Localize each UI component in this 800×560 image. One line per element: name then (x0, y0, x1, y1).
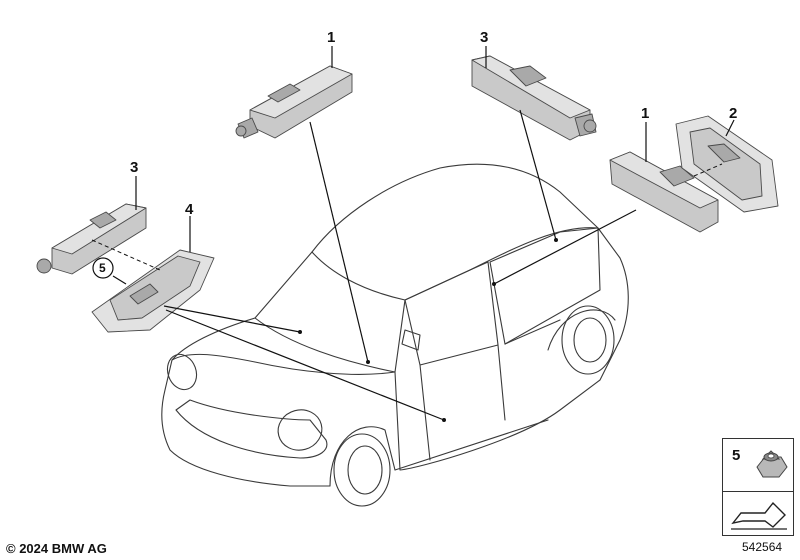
callout-circle (92, 257, 114, 279)
leader-lines (91, 46, 735, 422)
leader-dot (298, 330, 302, 334)
leader-dot (442, 418, 446, 422)
legend-box: 5 (722, 438, 794, 536)
leader-dot (366, 360, 370, 364)
antenna-part-left (36, 203, 147, 275)
antenna-part-right (609, 151, 719, 233)
tool-arrow-icon (731, 501, 787, 530)
legend-item-number: 5 (732, 447, 741, 464)
legend-divider (723, 491, 793, 492)
callout-number: 5 (99, 261, 106, 275)
leader-dot (554, 238, 558, 242)
callout-number: 4 (185, 201, 194, 218)
antenna-part-top-center (235, 65, 353, 139)
callout-number: 2 (729, 105, 737, 122)
leader-dot (492, 282, 496, 286)
callout-number: 1 (641, 105, 649, 122)
car-outline (161, 163, 629, 507)
bracket-part-right (675, 115, 779, 213)
diagram-id: 542564 (742, 540, 783, 554)
callout-number: 3 (130, 159, 138, 176)
nut-icon (756, 450, 788, 478)
callout-number: 3 (480, 29, 488, 46)
bracket-part-left (91, 249, 215, 333)
copyright-text: © 2024 BMW AG (6, 541, 107, 556)
antenna-part-top-right (471, 55, 597, 141)
callout-number: 1 (327, 29, 335, 46)
